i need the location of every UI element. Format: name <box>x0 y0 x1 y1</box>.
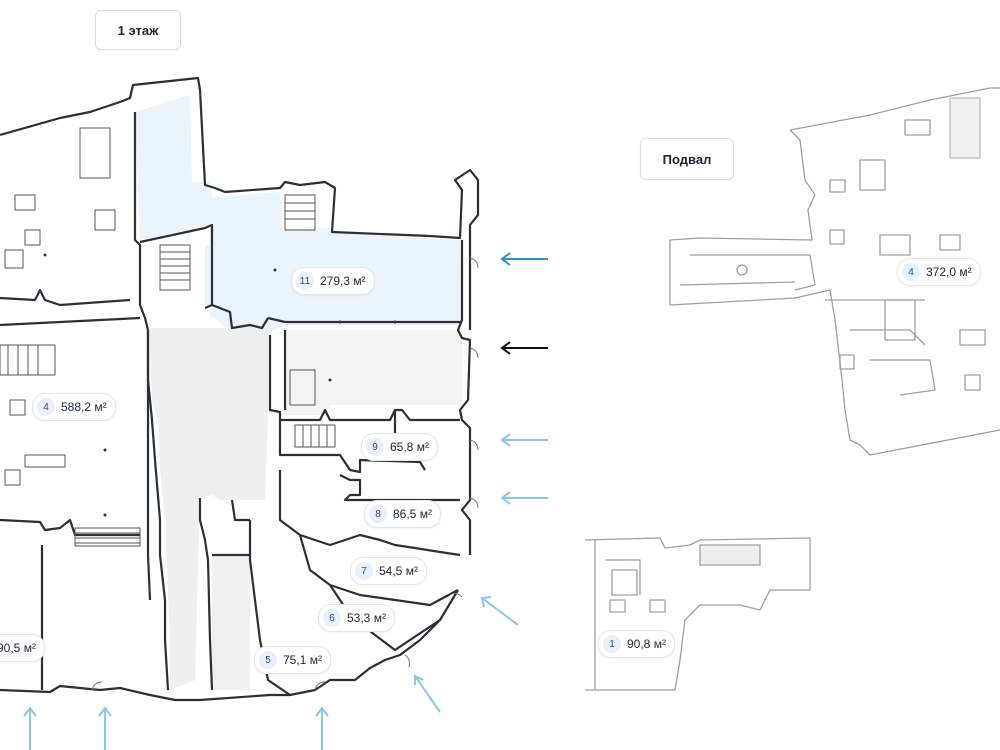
entrance-arrows <box>23 252 548 750</box>
room-area: 90,5 м² <box>0 641 36 655</box>
room-area: 75,1 м² <box>283 653 322 667</box>
entrance-arrow-icon[interactable] <box>23 706 37 750</box>
room-label-4[interactable]: 4 588,2 м² <box>32 393 116 421</box>
entrance-arrow-icon[interactable] <box>500 341 548 355</box>
room-11-area[interactable] <box>135 95 462 332</box>
entrance-arrow-icon[interactable] <box>480 596 519 626</box>
room-area: 588,2 м² <box>61 400 107 414</box>
room-label-6[interactable]: 6 53,3 м² <box>318 604 395 632</box>
room-label-8[interactable]: 8 86,5 м² <box>364 500 441 528</box>
room-number-badge: 9 <box>366 438 384 456</box>
room-number-badge: 5 <box>259 651 277 669</box>
room-label-11[interactable]: 11 279,3 м² <box>291 267 375 295</box>
room-area: 86,5 м² <box>393 507 432 521</box>
room-area: 54,5 м² <box>379 564 418 578</box>
wc-block <box>79 127 111 179</box>
room-number-badge: 7 <box>355 562 373 580</box>
room-label-5[interactable]: 5 75,1 м² <box>254 646 331 674</box>
room-area: 65,8 м² <box>390 440 429 454</box>
stairs-1 <box>159 244 191 291</box>
central-hall-area[interactable] <box>150 328 268 690</box>
basement-plan-main <box>669 87 1000 456</box>
room-area: 372,0 м² <box>926 265 972 279</box>
room-area: 90,8 м² <box>627 637 666 651</box>
basement-room-label-4[interactable]: 4 372,0 м² <box>897 258 981 286</box>
room-number-badge: 6 <box>323 609 341 627</box>
entrance-arrow-icon[interactable] <box>500 433 548 447</box>
room-label-partial[interactable]: 90,5 м² <box>0 634 45 662</box>
room-label-7[interactable]: 7 54,5 м² <box>350 557 427 585</box>
entrance-arrow-icon[interactable] <box>98 706 112 750</box>
room-number-badge: 11 <box>296 272 314 290</box>
floor-tab-basement[interactable]: Подвал <box>640 138 734 180</box>
room-number-badge: 1 <box>603 635 621 653</box>
entrance-arrow-icon[interactable] <box>500 491 548 505</box>
stairs-2 <box>284 194 316 231</box>
room-number-badge: 4 <box>902 263 920 281</box>
stairs-5 <box>294 424 336 448</box>
floor-tab-first[interactable]: 1 этаж <box>95 10 181 50</box>
basement-plan-small <box>584 537 811 691</box>
room-number-badge: 8 <box>369 505 387 523</box>
entrance-arrow-icon[interactable] <box>315 706 329 750</box>
room-area: 279,3 м² <box>320 274 366 288</box>
room-area: 53,3 м² <box>347 611 386 625</box>
entrance-arrow-icon[interactable] <box>414 674 441 713</box>
room-number-badge: 4 <box>37 398 55 416</box>
selected-entrance-arrow-icon[interactable] <box>500 252 548 266</box>
room-label-9[interactable]: 9 65,8 м² <box>361 433 438 461</box>
first-floor-plan <box>0 76 480 702</box>
corridor-area[interactable] <box>212 555 250 690</box>
basement-room-label-1[interactable]: 1 90,8 м² <box>598 630 675 658</box>
room-10-area[interactable] <box>285 330 462 415</box>
stairs-4 <box>74 527 141 547</box>
